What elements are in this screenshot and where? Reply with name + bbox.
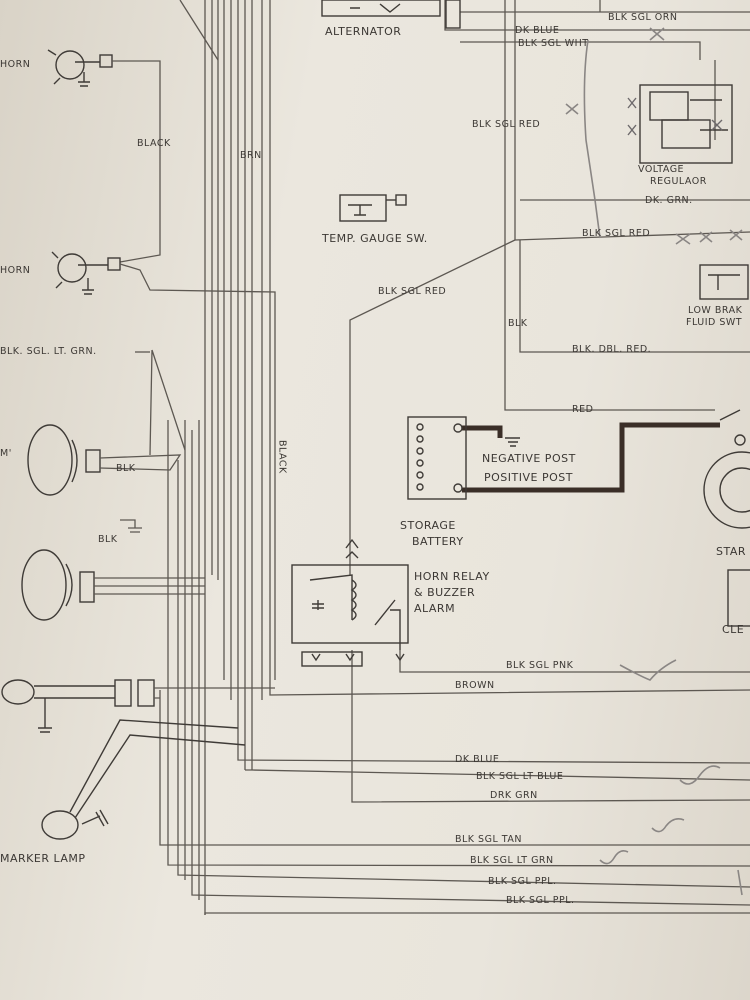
- low-brake-switch-part: [699, 264, 749, 300]
- headlamp-upper: [27, 349, 186, 496]
- label-dk-blue-top: DK BLUE: [515, 25, 559, 36]
- cle-part: [727, 569, 750, 627]
- label-blk-left-2: BLK: [98, 534, 118, 545]
- label-blk-sgl-lt-blue: BLK SGL LT BLUE: [476, 771, 563, 782]
- label-black-horn: BLACK: [137, 138, 171, 149]
- voltage-regulator-part: [627, 84, 733, 164]
- label-red: RED: [572, 404, 593, 415]
- label-blk-sgl-tan: BLK SGL TAN: [455, 834, 522, 845]
- starter-part: [703, 409, 750, 529]
- storage-battery-part: [407, 416, 520, 500]
- label-fluid-switch: FLUID SWT: [686, 317, 742, 328]
- label-brown: BROWN: [455, 680, 495, 691]
- label-horn-top: HORN: [0, 59, 30, 70]
- horn-top: [47, 49, 161, 263]
- label-blk-sgl-lt-grn-left: BLK. SGL. LT. GRN.: [0, 346, 97, 357]
- label-black-vertical: BLACK: [277, 440, 288, 474]
- label-voltage: VOLTAGE: [638, 164, 684, 175]
- pencil-annotations: [565, 27, 743, 896]
- label-blk-sgl-red-3: BLK SGL RED: [378, 286, 446, 297]
- label-dk-grn: DK. GRN.: [645, 195, 693, 206]
- label-regulator: REGULAOR: [650, 176, 707, 187]
- horn-bottom: [51, 251, 276, 680]
- marker-lamp-part: [41, 719, 246, 840]
- label-dk-blue-bottom: DK BLUE: [455, 754, 499, 765]
- label-blk-sgl-red-1: BLK SGL RED: [472, 119, 540, 130]
- label-storage: STORAGE: [400, 519, 456, 532]
- label-starter: STAR: [716, 545, 746, 558]
- label-low-brake: LOW BRAK: [688, 305, 743, 316]
- top-right-wiring: [349, 0, 750, 575]
- horn-relay-part: [291, 538, 409, 667]
- diagram-labels: ALTERNATOR BLK SGL ORN DK BLUE BLK SGL W…: [0, 12, 746, 906]
- battery-cables: [462, 422, 720, 493]
- parking-lamp: [1, 679, 275, 733]
- label-cle: CLE: [722, 623, 744, 636]
- label-alternator: ALTERNATOR: [325, 25, 401, 38]
- alternator-part: [321, 0, 461, 29]
- headlamp-lower: [21, 519, 205, 621]
- label-drk-grn: DRK GRN: [490, 790, 538, 801]
- label-blk-left-1: BLK: [116, 463, 136, 474]
- label-positive-post: POSITIVE POST: [484, 471, 573, 484]
- label-blk-dbl-red: BLK. DBL. RED.: [572, 344, 651, 355]
- bottom-wire-run: [159, 650, 750, 915]
- label-negative-post: NEGATIVE POST: [482, 452, 576, 465]
- label-blk-sgl-pnk: BLK SGL PNK: [506, 660, 574, 671]
- label-brn: BRN: [240, 150, 262, 161]
- wire-harness-bundle: [159, 0, 271, 915]
- label-horn-bottom: HORN: [0, 265, 30, 276]
- label-lamp-m: M': [0, 448, 12, 459]
- label-battery: BATTERY: [412, 535, 464, 548]
- label-blk-sgl-ppl-1: BLK SGL PPL.: [488, 876, 557, 887]
- temp-gauge-switch-part: [339, 194, 407, 222]
- label-blk-sgl-wht: BLK SGL WHT: [518, 38, 589, 49]
- label-alarm: ALARM: [414, 602, 455, 615]
- label-blk-sgl-lt-grn-bottom: BLK SGL LT GRN: [470, 855, 554, 866]
- label-blk-sgl-orn: BLK SGL ORN: [608, 12, 677, 23]
- label-buzzer: & BUZZER: [414, 586, 475, 599]
- label-blk-sgl-red-2: BLK SGL RED: [582, 228, 650, 239]
- label-temp-gauge-sw: TEMP. GAUGE SW.: [321, 232, 428, 245]
- label-horn-relay: HORN RELAY: [414, 570, 490, 583]
- label-blk: BLK: [508, 318, 528, 329]
- label-blk-sgl-ppl-2: BLK SGL PPL.: [506, 895, 575, 906]
- label-marker-lamp: MARKER LAMP: [0, 852, 86, 865]
